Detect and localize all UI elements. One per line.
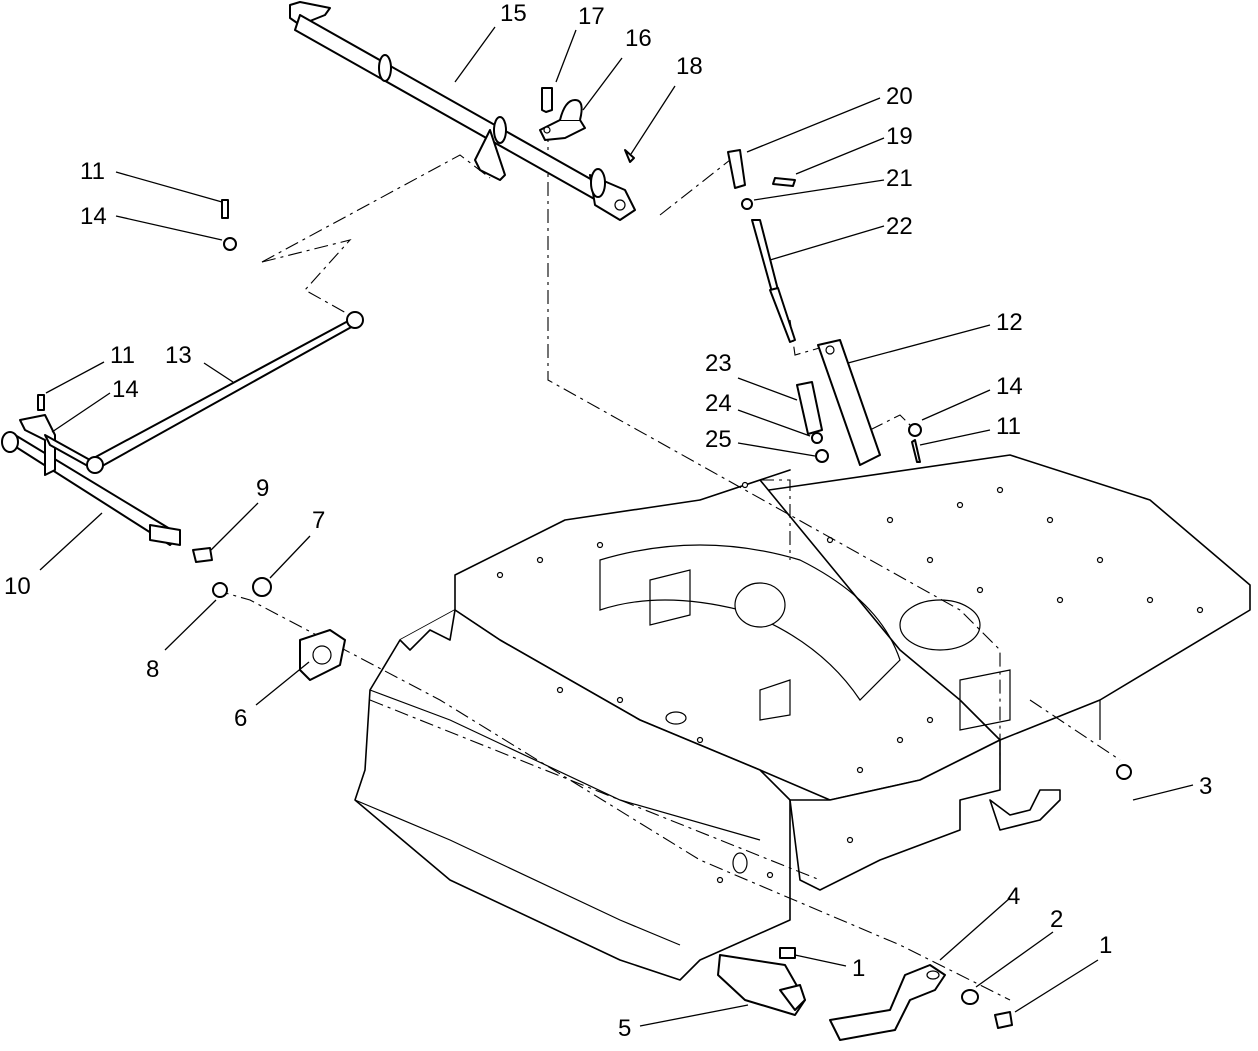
callout-21: 21: [886, 165, 913, 192]
callout-20: 20: [886, 83, 913, 110]
callout-25: 25: [705, 426, 732, 453]
leader-lines: [39, 26, 1194, 1027]
callout-18: 18: [676, 53, 703, 80]
shaft-clamp: [539, 87, 586, 141]
callout-23: 23: [705, 350, 732, 377]
callout-16: 16: [625, 25, 652, 52]
callout-11-top: 11: [80, 158, 105, 185]
callout-13: 13: [165, 342, 192, 369]
link-rod: [86, 311, 364, 474]
foot-pedal: [717, 947, 1013, 1041]
callout-14-right: 14: [996, 373, 1023, 400]
callout-15: 15: [500, 0, 527, 27]
callout-17: 17: [578, 3, 605, 30]
callout-14-top: 14: [80, 203, 107, 230]
callout-11-left: 11: [110, 342, 135, 369]
clevis-rod-assembly: [727, 149, 796, 343]
callout-11-right: 11: [996, 413, 1021, 440]
spring-bracket: [796, 339, 922, 466]
callout-1-right: 1: [1099, 932, 1112, 959]
callout-1-center: 1: [852, 955, 865, 982]
callout-6: 6: [234, 705, 247, 732]
callout-9: 9: [256, 475, 269, 502]
callout-labels: 15 17 16 18 20 19 21 22 12 11 14 11 13 1…: [4, 0, 1212, 1042]
lift-shaft: [289, 1, 636, 221]
callout-5: 5: [618, 1015, 631, 1042]
main-frame: [354, 454, 1251, 981]
callout-7: 7: [312, 507, 325, 534]
callout-22: 22: [886, 213, 913, 240]
callout-8: 8: [146, 656, 159, 683]
hair-pin: [624, 149, 635, 163]
callout-19: 19: [886, 123, 913, 150]
callout-12: 12: [996, 309, 1023, 336]
callout-10: 10: [4, 573, 31, 600]
callout-3: 3: [1199, 773, 1212, 800]
lift-lever: [1, 414, 181, 546]
callout-14-left: 14: [112, 376, 139, 403]
callout-24: 24: [705, 390, 732, 417]
callout-4: 4: [1007, 883, 1020, 910]
callout-2: 2: [1050, 906, 1063, 933]
